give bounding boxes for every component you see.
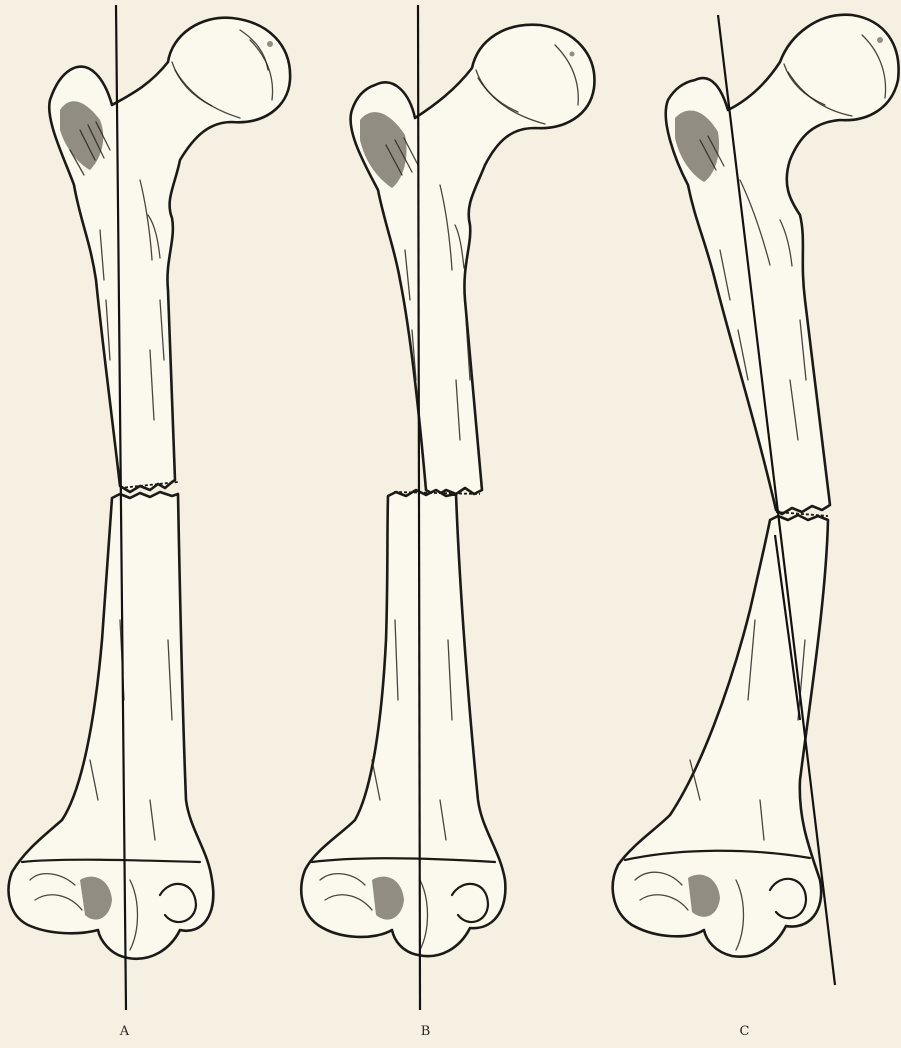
panel-c-femur	[613, 15, 899, 985]
panel-label-a: A	[105, 1024, 145, 1039]
panel-c-lower-fragment	[613, 515, 828, 957]
panel-label-b: B	[406, 1024, 446, 1039]
panel-a-lower-fragment	[9, 492, 214, 959]
panel-a-femur	[9, 5, 291, 1010]
panel-a-upper-fragment	[49, 18, 290, 492]
panel-c-upper-fragment	[666, 15, 899, 514]
panel-b-upper-fragment	[351, 25, 595, 496]
panel-b-femur	[301, 5, 594, 1010]
panel-label-c: C	[725, 1024, 765, 1039]
panel-b-lower-fragment	[301, 490, 505, 956]
